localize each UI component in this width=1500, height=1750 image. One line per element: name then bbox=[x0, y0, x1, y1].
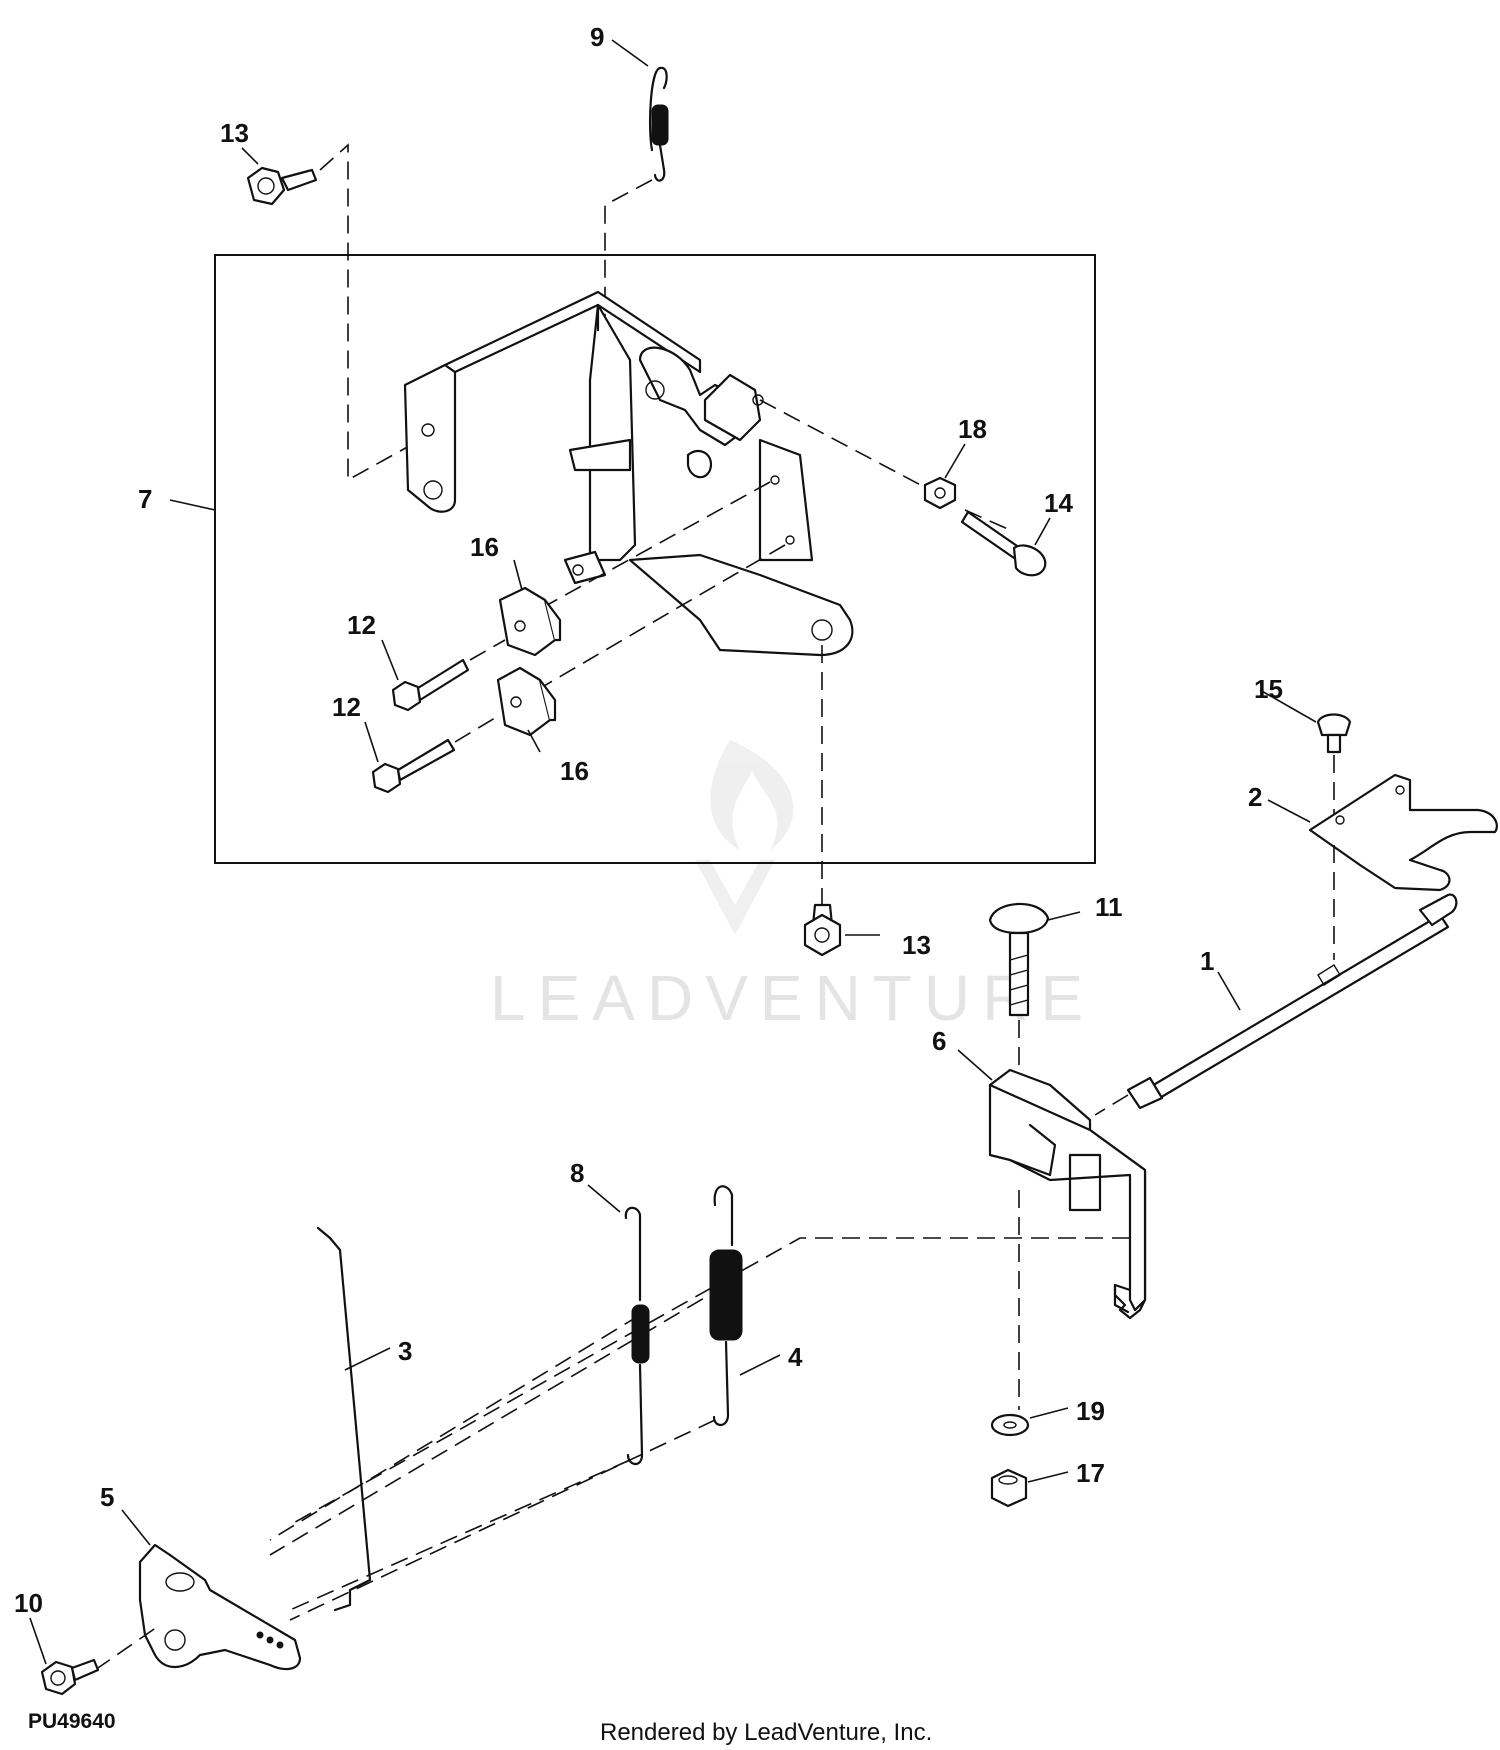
watermark-logo bbox=[695, 740, 794, 935]
callout-17: 17 bbox=[1076, 1458, 1105, 1488]
carriage-bolt-11 bbox=[988, 902, 1050, 1017]
plate-2 bbox=[1308, 773, 1498, 892]
screw-14 bbox=[960, 510, 1047, 577]
callout-8: 8 bbox=[570, 1158, 584, 1188]
callout-14: 14 bbox=[1044, 488, 1073, 518]
bolt-13-middle bbox=[803, 903, 842, 957]
callout-15: 15 bbox=[1254, 674, 1283, 704]
callout-9: 9 bbox=[590, 22, 604, 52]
shaft-1 bbox=[1126, 893, 1458, 1110]
callout-7: 7 bbox=[138, 484, 152, 514]
control-bracket-7 bbox=[403, 290, 854, 657]
screw-12-lower bbox=[371, 738, 456, 794]
bolt-13-top bbox=[246, 166, 318, 206]
pivot-bracket-6 bbox=[988, 1068, 1147, 1320]
nut-18 bbox=[923, 476, 957, 510]
arm-5 bbox=[138, 1543, 302, 1671]
spring-8 bbox=[624, 1206, 650, 1466]
screw-12-upper bbox=[391, 658, 470, 712]
callout-2: 2 bbox=[1248, 782, 1262, 812]
clip-16-upper bbox=[498, 586, 562, 657]
washer-19 bbox=[990, 1413, 1030, 1437]
callout-1: 1 bbox=[1200, 946, 1214, 976]
callout-12-lower: 12 bbox=[332, 692, 361, 722]
callout-3: 3 bbox=[398, 1336, 412, 1366]
watermark-text: LEADVENTURE bbox=[490, 962, 1095, 1034]
callout-11: 11 bbox=[1095, 892, 1123, 922]
callout-4: 4 bbox=[788, 1342, 803, 1372]
callout-19: 19 bbox=[1076, 1396, 1105, 1426]
callout-5: 5 bbox=[100, 1482, 114, 1512]
rendered-by-credit: Rendered by LeadVenture, Inc. bbox=[600, 1719, 932, 1746]
bolt-10 bbox=[40, 1658, 100, 1696]
callout-12-upper: 12 bbox=[347, 610, 376, 640]
rod-3 bbox=[316, 1226, 372, 1612]
screw-15 bbox=[1316, 713, 1352, 754]
callout-16-upper: 16 bbox=[470, 532, 499, 562]
callout-18: 18 bbox=[958, 414, 987, 444]
spring-9 bbox=[648, 66, 669, 182]
callout-10: 10 bbox=[14, 1588, 43, 1618]
callout-6: 6 bbox=[932, 1026, 946, 1056]
clip-16-lower bbox=[496, 666, 557, 737]
document-id: PU49640 bbox=[28, 1710, 116, 1733]
callout-16-lower: 16 bbox=[560, 756, 589, 786]
nut-17 bbox=[990, 1468, 1028, 1508]
assembly-7-frame bbox=[214, 254, 1096, 864]
spring-4 bbox=[709, 1185, 743, 1427]
callout-13-top: 13 bbox=[220, 118, 249, 148]
callout-13-middle: 13 bbox=[902, 930, 931, 960]
